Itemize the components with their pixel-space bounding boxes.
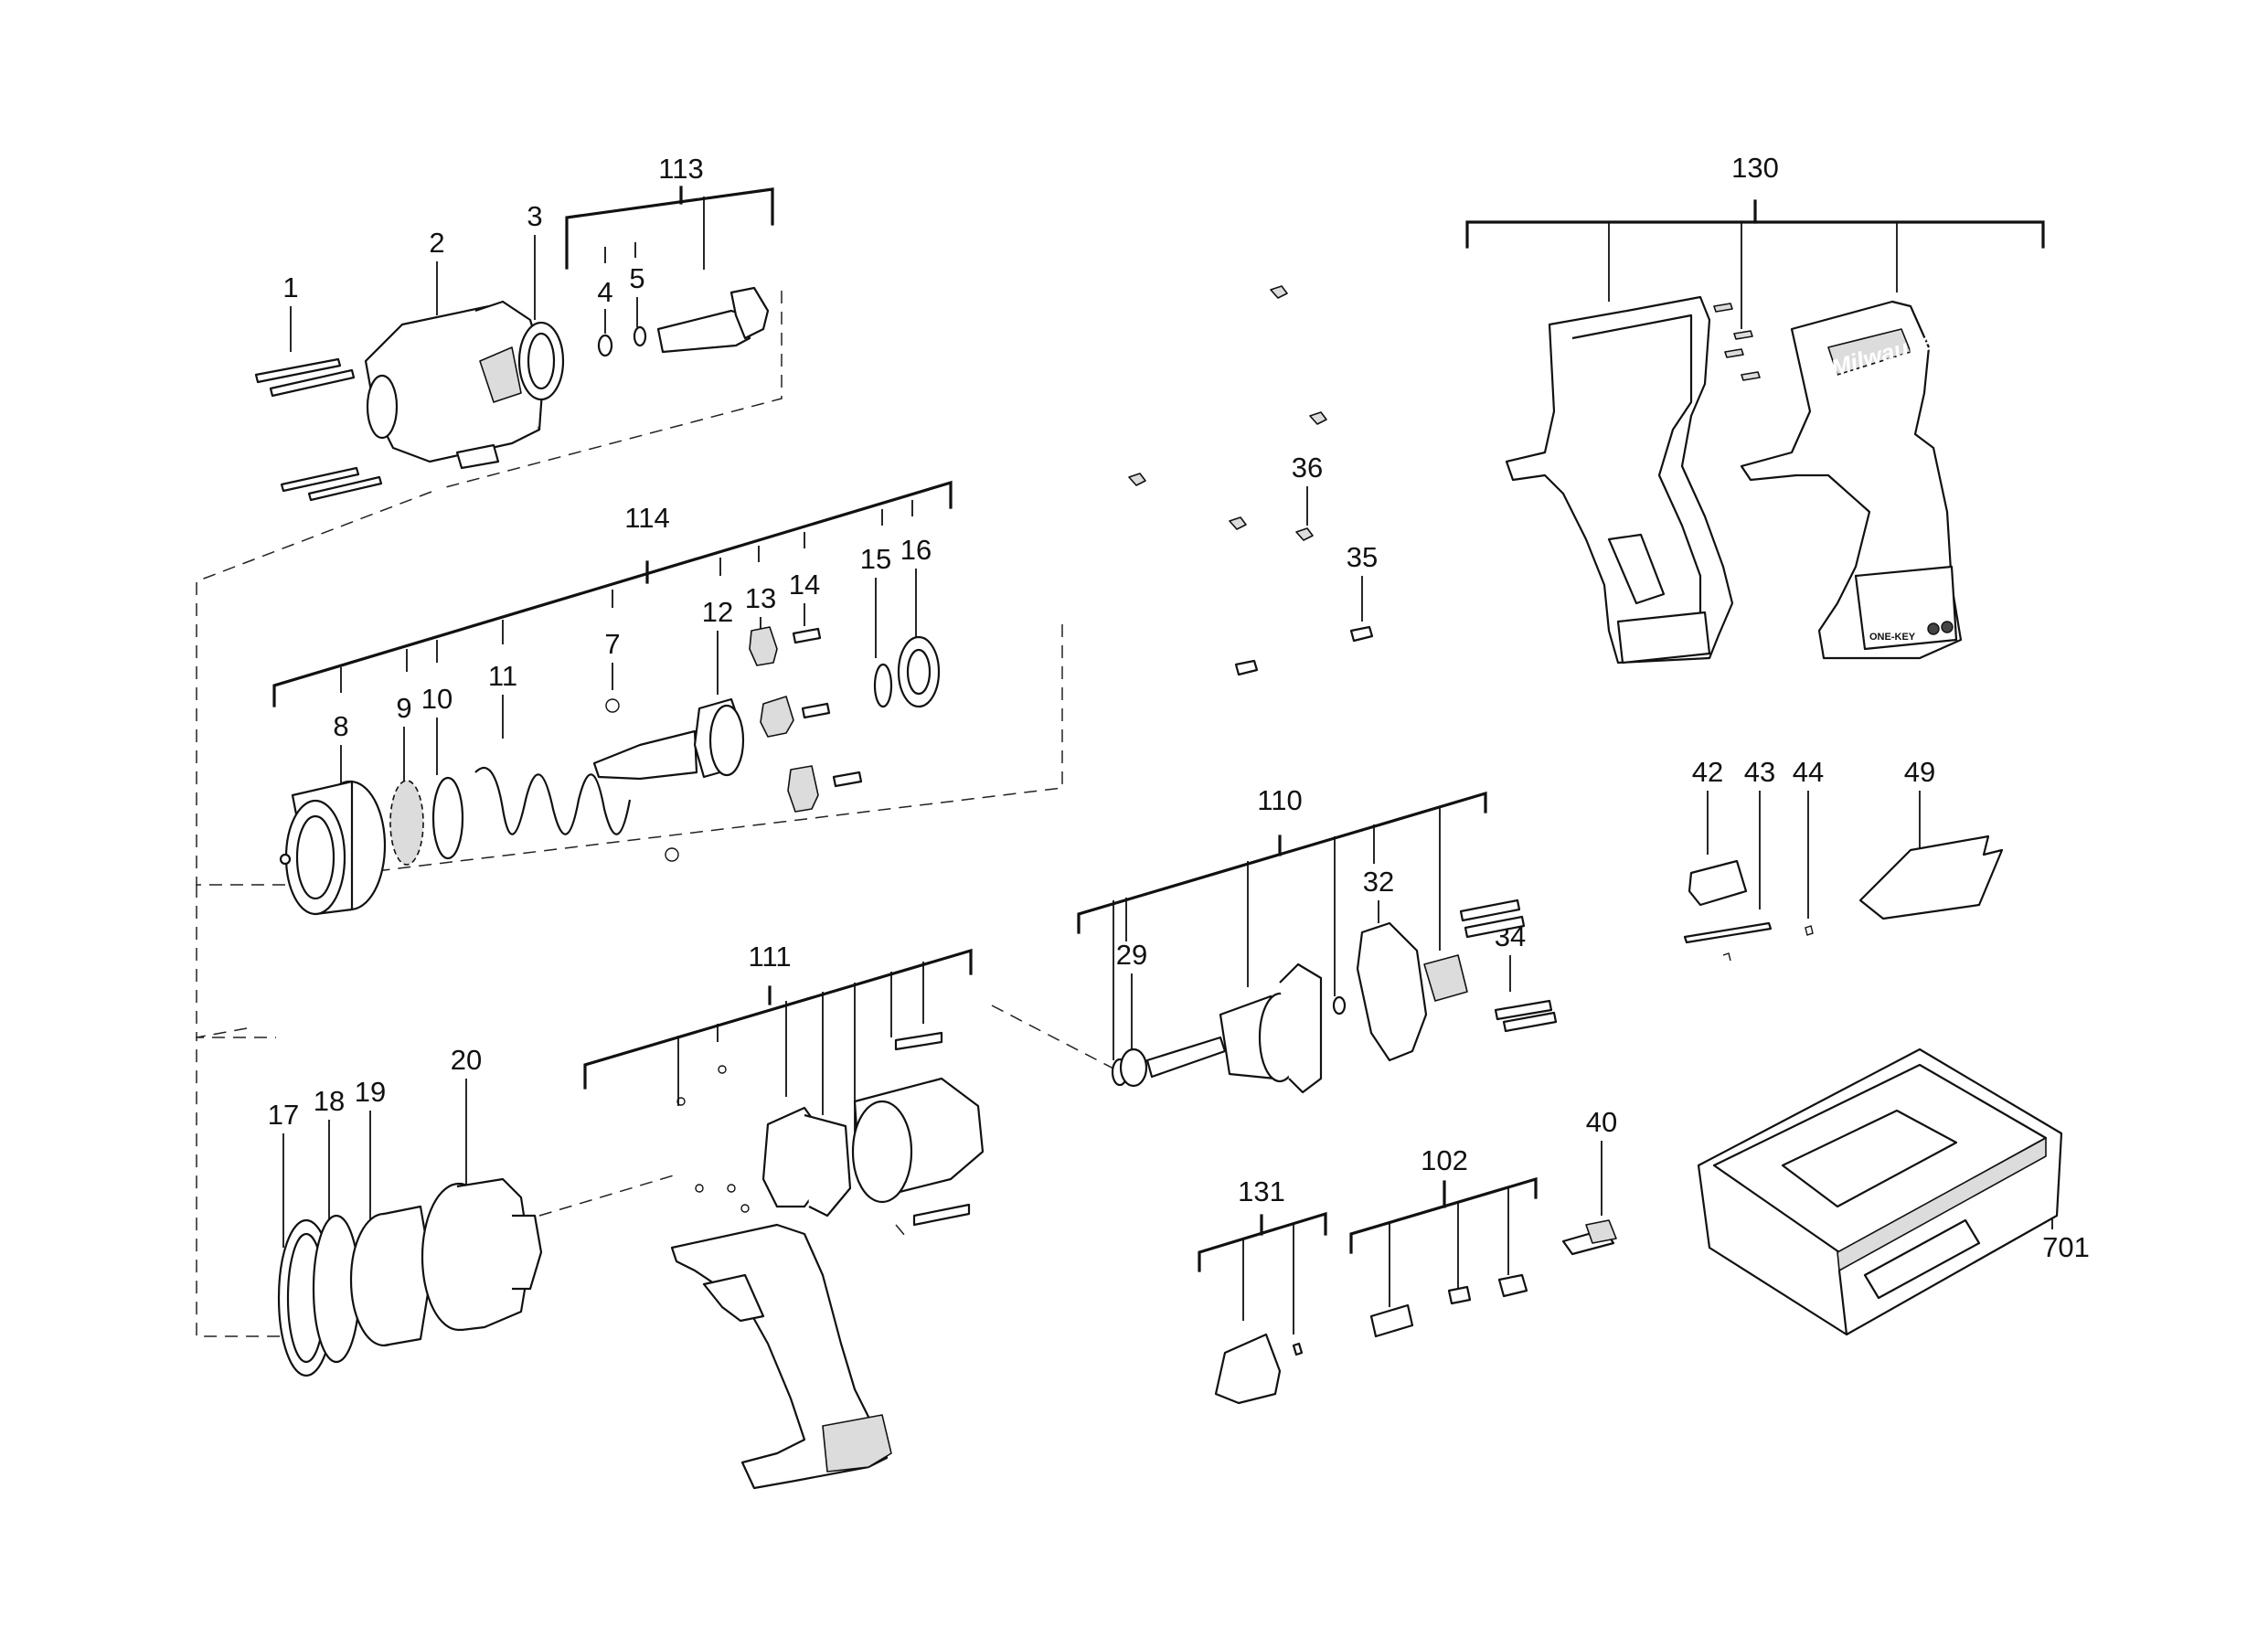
label-49: 49 (1904, 756, 1935, 788)
label-18: 18 (314, 1085, 345, 1117)
washer-part-10 (431, 776, 464, 860)
group-130-bracket (1465, 199, 2045, 329)
label-1: 1 (282, 271, 298, 303)
label-9: 9 (396, 692, 411, 724)
screws-part-34 (1459, 899, 1558, 1033)
group-110-bracket (1077, 791, 1487, 1060)
label-13: 13 (745, 582, 776, 614)
ball-part-7 (605, 698, 620, 713)
label-32: 32 (1363, 866, 1394, 898)
slider-part-40 (1561, 1219, 1617, 1256)
cover-part-131 (1214, 1333, 1304, 1405)
ring-gear-part-19 (349, 1205, 433, 1347)
circuit-board-part-111 (761, 1031, 985, 1227)
label-44: 44 (1793, 756, 1824, 788)
hammer-part-8 (279, 780, 387, 916)
label-102: 102 (1421, 1144, 1468, 1176)
label-5: 5 (629, 262, 644, 294)
handle-frame-part-111 (670, 1065, 892, 1490)
carry-case-part-701 (1697, 1047, 2063, 1336)
housing-right-half-part-130: Milwaukee ONE-KEY (1740, 300, 1963, 660)
label-43: 43 (1744, 756, 1775, 788)
balls-part-9 (389, 780, 424, 866)
label-14: 14 (789, 569, 820, 601)
label-11: 11 (488, 660, 517, 692)
label-111: 111 (748, 941, 791, 973)
label-10: 10 (421, 683, 453, 715)
housing-badge-text: ONE-KEY (1869, 632, 1916, 643)
group-102-bracket (1349, 1176, 1538, 1307)
label-15: 15 (860, 543, 891, 575)
label-17: 17 (268, 1099, 299, 1131)
label-113: 113 (658, 153, 703, 185)
label-701: 701 (2042, 1231, 2090, 1263)
group-111-bracket (583, 948, 973, 1133)
ring-part-3 (517, 321, 565, 401)
strip-part-43 (1683, 921, 1773, 962)
fan-baffle-part-32 (1356, 921, 1468, 1062)
screws-part-35 (1234, 625, 1374, 676)
label-2: 2 (429, 227, 444, 259)
screws-part-36 (1128, 285, 1327, 541)
label-19: 19 (355, 1076, 386, 1108)
label-114: 114 (624, 502, 669, 534)
label-7: 7 (604, 628, 620, 660)
label-42: 42 (1692, 756, 1723, 788)
group-131-bracket (1198, 1211, 1327, 1335)
label-130: 130 (1731, 152, 1779, 184)
label-4: 4 (597, 276, 612, 308)
bearing-part-16 (897, 635, 941, 708)
label-110: 110 (1257, 784, 1302, 816)
label-35: 35 (1347, 541, 1378, 573)
label-3: 3 (527, 200, 542, 232)
screw-part-1 (254, 357, 383, 502)
label-40: 40 (1586, 1106, 1617, 1138)
group-113-bracket (565, 186, 774, 270)
motor-cap-part-20 (421, 1177, 543, 1332)
ball-loose (665, 847, 679, 862)
switch-parts-102 (1369, 1273, 1528, 1338)
label-131: 131 (1238, 1175, 1285, 1207)
housing-left-half-part-130 (1505, 295, 1761, 665)
spindle-part-12 (592, 697, 745, 781)
label-16: 16 (900, 534, 932, 566)
spring-part-11 (474, 766, 632, 835)
washer-part-15 (873, 663, 893, 708)
planet-gears-part-13 (749, 626, 819, 813)
anvil-part-113 (597, 286, 770, 357)
pins-part-14 (792, 627, 863, 788)
group-114-bracket (272, 480, 953, 707)
label-20: 20 (451, 1044, 482, 1076)
label-36: 36 (1292, 452, 1323, 484)
label-12: 12 (702, 596, 733, 628)
label-8: 8 (333, 710, 348, 742)
screw-part-44 (1805, 925, 1814, 936)
nameplate-part-49 (1858, 835, 2004, 920)
rotor-part-110 (1111, 962, 1347, 1094)
gear-housing-part-2 (364, 300, 546, 470)
assembly-guide-lines (196, 291, 1116, 1337)
label-plate-part-42 (1688, 859, 1748, 907)
label-29: 29 (1116, 939, 1147, 971)
